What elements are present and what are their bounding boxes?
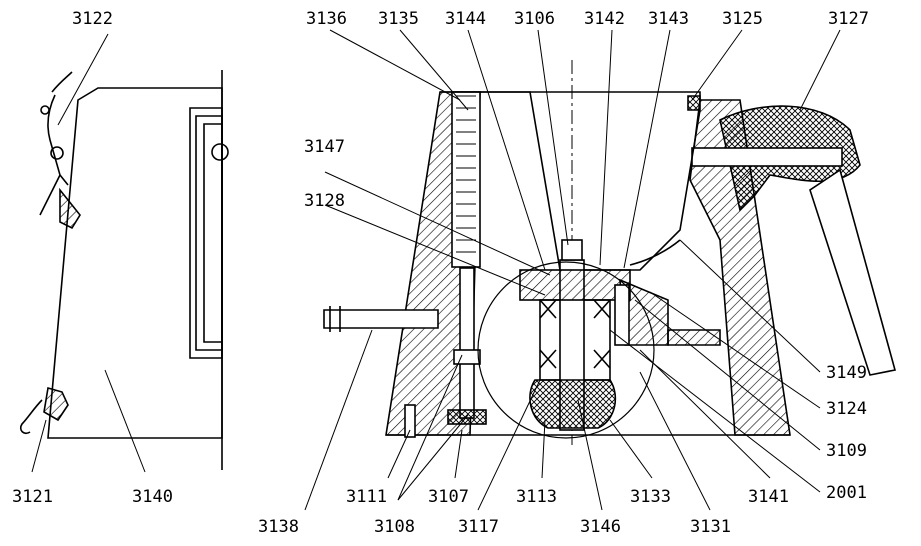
label-3147: 3147 [304, 137, 345, 157]
label-3121: 3121 [12, 487, 53, 507]
label-3135: 3135 [378, 9, 419, 29]
label-3138: 3138 [258, 517, 299, 537]
reference-labels: 3122 3121 3140 3136 3135 3144 3106 3142 … [12, 9, 869, 537]
label-3117: 3117 [458, 517, 499, 537]
label-3142: 3142 [584, 9, 625, 29]
label-3109: 3109 [826, 441, 867, 461]
left-side-view [19, 70, 229, 470]
label-3113: 3113 [516, 487, 557, 507]
label-3108: 3108 [374, 517, 415, 537]
label-3122: 3122 [72, 9, 113, 29]
label-3111: 3111 [346, 487, 387, 507]
label-3128: 3128 [304, 191, 345, 211]
label-3140: 3140 [132, 487, 173, 507]
leader-lines [31, 29, 841, 511]
label-3127: 3127 [828, 9, 869, 29]
label-3141: 3141 [748, 487, 789, 507]
label-3144: 3144 [445, 9, 486, 29]
label-3143: 3143 [648, 9, 689, 29]
label-3125: 3125 [722, 9, 763, 29]
label-3106: 3106 [514, 9, 555, 29]
label-3149: 3149 [826, 363, 867, 383]
label-2001: 2001 [826, 483, 867, 503]
label-3124: 3124 [826, 399, 867, 419]
label-3133: 3133 [630, 487, 671, 507]
label-3131: 3131 [690, 517, 731, 537]
label-3146: 3146 [580, 517, 621, 537]
label-3107: 3107 [428, 487, 469, 507]
main-section-view [323, 60, 896, 445]
label-3136: 3136 [306, 9, 347, 29]
